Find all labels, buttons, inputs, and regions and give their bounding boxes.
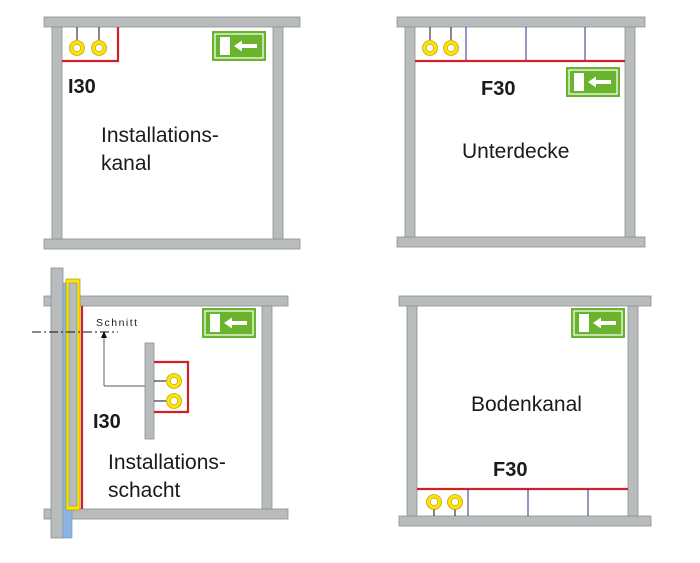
floor-slab (398, 515, 652, 527)
cable-cross-section-icon (166, 373, 182, 389)
cable-cross-section-icon (166, 393, 182, 409)
ceiling-hangers (465, 27, 586, 61)
caption-line-1: Installations- (108, 451, 226, 474)
caption-line-2: schacht (108, 479, 181, 502)
cable-cross-section-icon (422, 40, 438, 56)
caption-line-1: Installations- (101, 124, 219, 147)
exit-sign-arrow-left-icon (565, 66, 621, 98)
floor-supports (467, 489, 589, 516)
fire-rated-duct (62, 27, 120, 63)
exit-sign-arrow-left-icon (211, 30, 267, 62)
section-label: Schnitt (96, 317, 139, 329)
wall-right (272, 26, 284, 240)
cable-cross-section-icon (447, 494, 463, 510)
caption: Bodenkanal (471, 393, 582, 416)
wall-right (627, 305, 639, 517)
rating-label: I30 (93, 411, 121, 433)
rating-label: F30 (493, 459, 527, 481)
section-line (32, 331, 146, 387)
wall-left (51, 26, 63, 240)
exit-sign-arrow-left-icon (201, 307, 257, 339)
installation-shaft (50, 267, 81, 539)
floor-slab (43, 508, 289, 520)
fire-rated-enclosure (154, 360, 190, 414)
wall-left (404, 26, 416, 238)
panel-installationsschacht: Schnitt I30 Installations- schacht (32, 267, 289, 539)
panel-unterdecke: F30 Unterdecke (396, 16, 646, 248)
caption: Unterdecke (462, 140, 569, 163)
ceiling-slab (43, 295, 289, 307)
panel-installationskanal: I30 Installations- kanal (43, 16, 301, 250)
wall-left (406, 305, 418, 517)
rating-label: I30 (68, 76, 96, 98)
exit-sign-arrow-left-icon (570, 307, 626, 339)
floor-slab (43, 238, 301, 250)
panel-bodenkanal: Bodenkanal F30 (398, 295, 652, 527)
cable-cross-section-icon (443, 40, 459, 56)
floor-slab (396, 236, 646, 248)
wall-right (624, 26, 636, 238)
ceiling-slab (398, 295, 652, 307)
caption-line-2: kanal (101, 152, 151, 175)
ceiling-slab (43, 16, 301, 28)
cable-cross-section-icon (91, 40, 107, 56)
rating-label: F30 (481, 78, 515, 100)
cable-cross-section-icon (69, 40, 85, 56)
cable-mounting-plate (144, 342, 155, 440)
cable-cross-section-icon (426, 494, 442, 510)
ceiling-slab (396, 16, 646, 28)
wall-right (261, 305, 273, 510)
